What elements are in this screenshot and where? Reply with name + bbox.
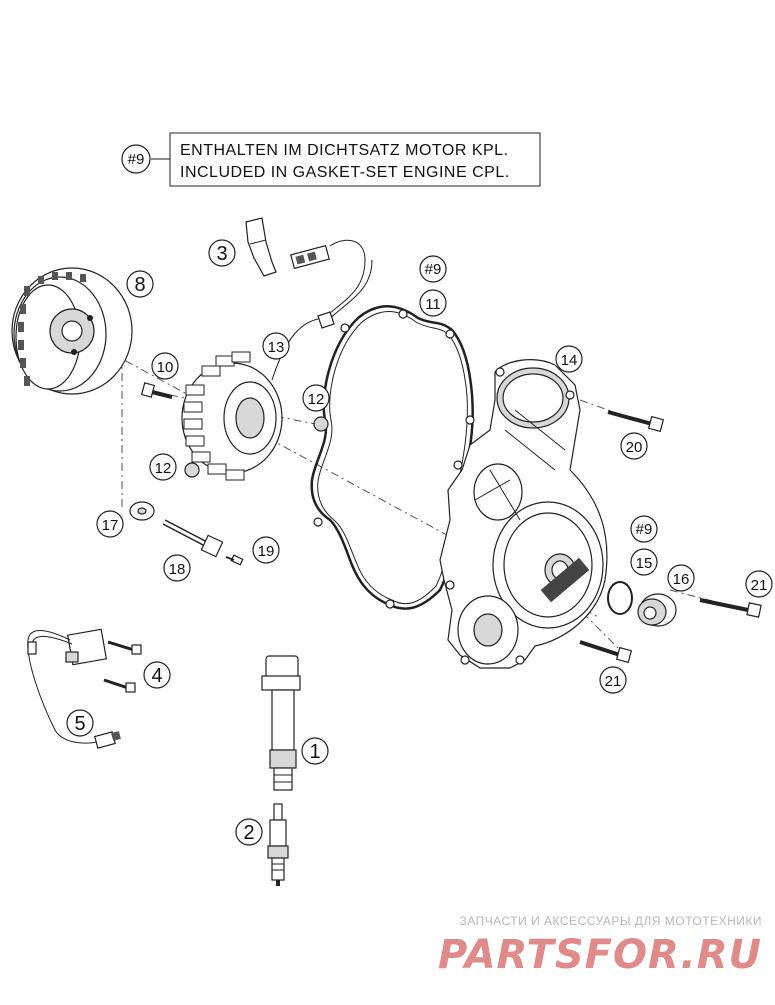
svg-text:12: 12 [308, 391, 325, 408]
stator-wire-harness [290, 239, 373, 329]
watermark: ЗАПЧАСТИ И АКСЕССУАРЫ ДЛЯ МОТОТЕХНИКИ PA… [438, 914, 762, 978]
svg-text:5: 5 [74, 713, 85, 735]
note-ref-callout[interactable]: #9 [121, 144, 151, 174]
sleeve-12a [313, 416, 329, 432]
svg-text:12: 12 [155, 460, 172, 477]
svg-text:21: 21 [605, 673, 622, 690]
o-ring [607, 581, 633, 615]
bolt-10 [140, 382, 173, 399]
callout-16[interactable]: 16 [667, 564, 695, 592]
svg-text:10: 10 [157, 359, 174, 376]
note-line-2: INCLUDED IN GASKET-SET ENGINE CPL. [180, 164, 510, 181]
svg-text:#9: #9 [425, 261, 442, 278]
svg-text:14: 14 [561, 352, 578, 369]
gasket-set-note: ENTHALTEN IM DICHTSATZ MOTOR KPL. INCLUD… [151, 132, 541, 187]
svg-text:18: 18 [169, 561, 186, 578]
callout-1[interactable]: 1 [301, 737, 329, 765]
sleeve-12b [184, 462, 200, 478]
svg-text:17: 17 [102, 517, 119, 534]
callout-4[interactable]: 4 [143, 661, 171, 689]
svg-text:11: 11 [425, 296, 441, 313]
watermark-brand: PARTSFOR.RU [438, 932, 762, 978]
callout-21-right[interactable]: 21 [745, 570, 773, 598]
watermark-tagline: ЗАПЧАСТИ И АКСЕССУАРЫ ДЛЯ МОТОТЕХНИКИ [460, 914, 762, 928]
svg-text:21: 21 [751, 577, 768, 594]
svg-text:16: 16 [673, 571, 690, 588]
ignition-cover [439, 359, 608, 669]
svg-text:8: 8 [134, 274, 145, 296]
svg-text:19: 19 [258, 543, 275, 560]
flywheel-rotor [11, 267, 133, 395]
bolt-21a [699, 598, 762, 618]
callout-21-lower[interactable]: 21 [599, 666, 627, 694]
callout-15-ref[interactable]: #9 [630, 515, 658, 543]
pulse-generator-bolts [103, 640, 142, 693]
callout-12-upper[interactable]: 12 [302, 384, 330, 412]
callout-15[interactable]: 15 [630, 548, 658, 576]
callout-2[interactable]: 2 [235, 818, 263, 846]
callout-18[interactable]: 18 [163, 554, 191, 582]
callout-17[interactable]: 17 [96, 510, 124, 538]
svg-text:#9: #9 [636, 521, 653, 538]
bolt-20 [607, 410, 665, 433]
callout-8[interactable]: 8 [126, 270, 154, 298]
washer [129, 501, 155, 521]
callout-19[interactable]: 19 [252, 536, 280, 564]
svg-text:20: 20 [626, 439, 643, 456]
screw-plug [637, 593, 677, 627]
ignition-coil [261, 655, 301, 791]
callout-20[interactable]: 20 [620, 432, 648, 460]
svg-text:1: 1 [309, 741, 320, 763]
callout-3[interactable]: 3 [208, 239, 236, 267]
rotor-bolt [162, 519, 224, 558]
svg-text:2: 2 [243, 822, 254, 844]
cable-holder-bracket [245, 217, 277, 277]
svg-text:4: 4 [151, 665, 162, 687]
callout-11[interactable]: 11 [419, 289, 447, 317]
svg-text:13: 13 [268, 339, 285, 356]
svg-text:#9: #9 [128, 151, 145, 168]
callout-13[interactable]: 13 [262, 332, 290, 360]
callout-5[interactable]: 5 [66, 709, 94, 737]
bolt-21b [579, 640, 633, 664]
cover-gasket [310, 305, 475, 610]
callout-14[interactable]: 14 [555, 345, 583, 373]
svg-text:3: 3 [216, 243, 227, 265]
stator [181, 317, 325, 481]
note-line-1: ENTHALTEN IM DICHTSATZ MOTOR KPL. [180, 142, 509, 159]
assembly-axis-lines [77, 334, 741, 651]
callout-11-ref[interactable]: #9 [419, 255, 447, 283]
svg-text:15: 15 [636, 555, 653, 572]
small-screw [225, 554, 244, 566]
callout-12-lower[interactable]: 12 [149, 453, 177, 481]
callout-10[interactable]: 10 [151, 352, 179, 380]
pulse-generator [27, 628, 121, 749]
spark-plug [267, 803, 289, 886]
